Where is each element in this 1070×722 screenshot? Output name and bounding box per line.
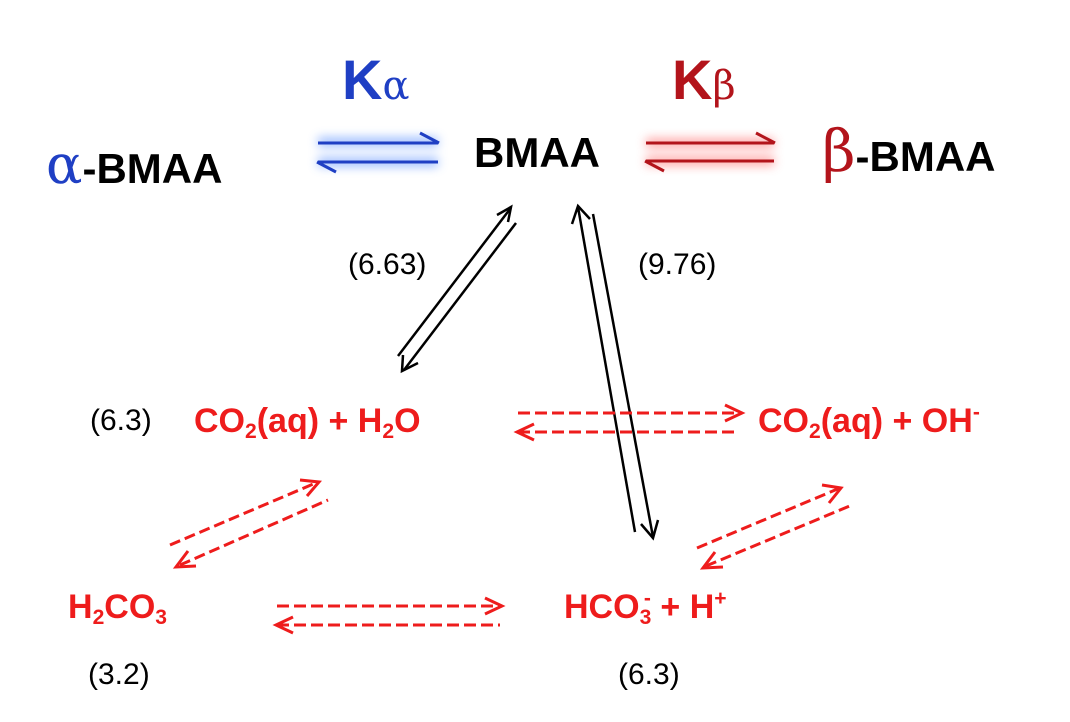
species-h2co3: H2CO3 (68, 588, 167, 628)
k-beta-greek: β (712, 63, 736, 109)
hco3-sub-a: 3 (639, 605, 652, 629)
hco3-part-b: + H (650, 588, 715, 626)
co2-water-part-b: (aq) + H (256, 402, 383, 440)
h2co3-part-b: CO (104, 588, 156, 626)
alpha-symbol: α (46, 133, 83, 196)
co2-oh-sub-a: 2 (809, 419, 821, 443)
h2co3-part-a: H (68, 588, 93, 626)
bmaa-co2-arrows (397, 204, 517, 374)
k-beta-label: Kβ (672, 52, 736, 108)
pka-co2-water: (6.3) (90, 404, 152, 437)
pka-h2co3: (3.2) (88, 658, 150, 691)
co2-oh-dashed-arrows (513, 403, 746, 442)
alpha-equilibrium-arrows (316, 131, 440, 174)
co2-oh-part-b: (aq) + OH (820, 402, 973, 440)
k-alpha-letter: K (342, 48, 383, 111)
pka-bmaa-hco3: (9.76) (638, 248, 717, 281)
k-alpha-greek: α (382, 63, 410, 109)
h2co3-co2-dashed-arrows (169, 478, 329, 569)
co2-oh-part-a: CO (758, 402, 809, 440)
alpha-bmaa-text: -BMAA (82, 145, 223, 192)
hco3-oh-dashed-arrows (696, 483, 853, 570)
beta-equilibrium-arrows (644, 131, 776, 173)
co2-water-sub-a: 2 (245, 419, 257, 443)
hco3-sup-a: - (643, 587, 651, 611)
beta-bmaa-label: β-BMAA (822, 122, 996, 180)
species-co2-oh: CO2(aq) + OH- (758, 401, 980, 442)
species-hco3: HCO3- + H+ (564, 587, 727, 628)
alpha-bmaa-label: α-BMAA (46, 138, 222, 192)
bmaa-label: BMAA (474, 132, 600, 174)
k-alpha-label: Kα (342, 52, 409, 108)
h2co3-hco3-dashed-arrows (272, 596, 506, 635)
co2-oh-sup-b: - (972, 401, 980, 425)
hco3-sup-b: + (714, 587, 727, 611)
hco3-part-a: HCO (564, 588, 640, 626)
co2-water-part-a: CO (194, 402, 245, 440)
k-beta-letter: K (672, 48, 713, 111)
bmaa-text: BMAA (474, 129, 600, 176)
species-co2-water: CO2(aq) + H2O (194, 402, 421, 442)
beta-symbol: β (822, 117, 856, 185)
co2-water-part-c: O (394, 402, 421, 440)
h2co3-sub-a: 2 (92, 605, 105, 629)
bmaa-hco3-arrows (570, 203, 660, 541)
h2co3-sub-b: 3 (155, 605, 168, 629)
pka-bmaa-co2: (6.63) (348, 248, 427, 281)
pka-hco3: (6.3) (618, 658, 680, 691)
beta-bmaa-text: -BMAA (855, 133, 996, 180)
co2-water-sub-b: 2 (382, 419, 395, 443)
